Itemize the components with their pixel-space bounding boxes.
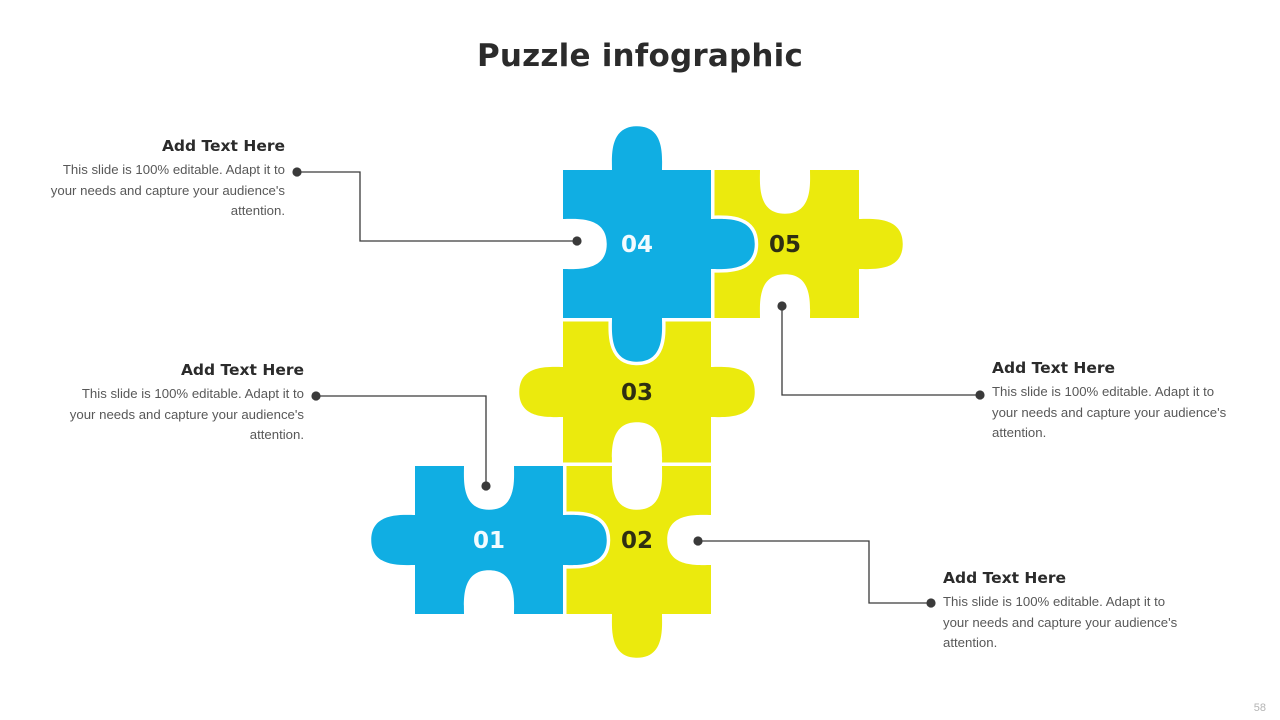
puzzle-piece-04[interactable] [563, 126, 755, 362]
callout-block-2: Add Text Here This slide is 100% editabl… [62, 361, 304, 446]
piece-number-02: 02 [621, 528, 653, 554]
puzzle-pieces-group [367, 122, 907, 662]
callout-heading: Add Text Here [161, 137, 285, 155]
puzzle-piece-02[interactable] [563, 466, 711, 658]
connector-lines-group [292, 167, 985, 608]
piece-number-05: 05 [769, 232, 801, 258]
callout-body: This slide is 100% editable. Adapt it to… [943, 594, 1178, 651]
callout-heading: Add Text Here [180, 361, 304, 379]
callout-body: This slide is 100% editable. Adapt it to… [69, 386, 304, 443]
piece-number-03: 03 [621, 380, 653, 406]
connector-4-end-dot [926, 598, 936, 608]
connector-3 [781, 306, 980, 396]
connector-2-start-dot [311, 391, 321, 401]
callout-block-4: Add Text Here This slide is 100% editabl… [943, 569, 1178, 654]
callout-block-1: Add Text Here This slide is 100% editabl… [45, 137, 285, 222]
connector-3-start-dot [777, 301, 787, 311]
piece-number-04: 04 [621, 232, 653, 258]
puzzle-numbers-group: 01 02 03 04 05 [473, 232, 801, 554]
callout-body: This slide is 100% editable. Adapt it to… [50, 162, 285, 219]
callout-heading: Add Text Here [992, 359, 1116, 377]
puzzle-piece-05[interactable] [711, 170, 903, 318]
connector-1-start-dot [292, 167, 302, 177]
connector-1 [297, 171, 577, 242]
puzzle-piece-01[interactable] [371, 466, 607, 614]
connector-2-end-dot [481, 481, 491, 491]
puzzle-piece-03[interactable] [519, 318, 755, 466]
page-number: 58 [1253, 702, 1266, 714]
connector-1-end-dot [572, 236, 582, 246]
callout-heading: Add Text Here [943, 569, 1067, 587]
callout-body: This slide is 100% editable. Adapt it to… [992, 384, 1227, 441]
page-title: Puzzle infographic [476, 38, 804, 74]
connector-4 [698, 540, 931, 604]
connector-3-end-dot [975, 390, 985, 400]
callout-block-3: Add Text Here This slide is 100% editabl… [992, 359, 1227, 444]
connector-2 [316, 395, 487, 486]
connector-4-start-dot [693, 536, 703, 546]
piece-number-01: 01 [473, 528, 505, 554]
